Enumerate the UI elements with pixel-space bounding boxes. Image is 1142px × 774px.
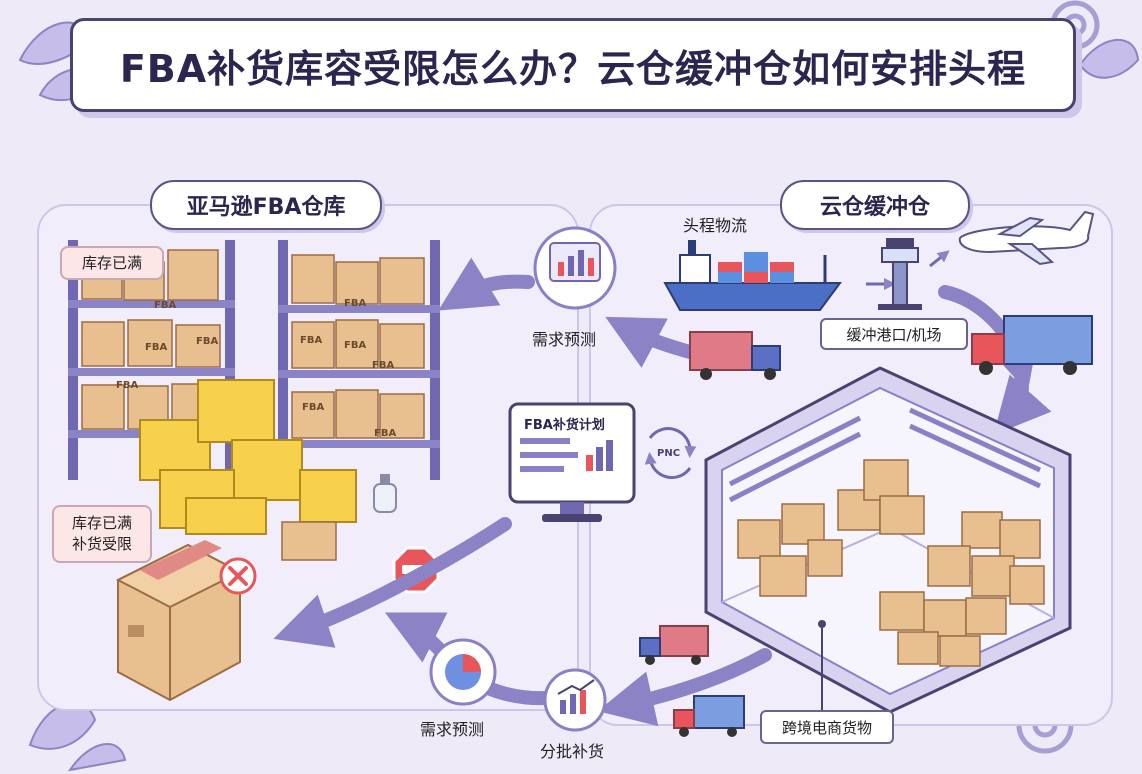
buffer-port-text: 缓冲港口/机场 (846, 325, 942, 344)
sync-icon (644, 427, 697, 479)
close-icon (219, 557, 257, 595)
flow-arrow (993, 363, 1052, 435)
title-banner: FBA补货库容受限怎么办？云仓缓冲仓如何安排头程 (70, 18, 1076, 112)
chart-icon (533, 226, 617, 310)
page-title: FBA补货库容受限怎么办？云仓缓冲仓如何安排头程 (119, 46, 1027, 91)
overflow-box-pile (139, 379, 357, 535)
box-mark: FBA (116, 380, 139, 391)
box-mark: FBA (372, 360, 395, 371)
box-mark: FBA (374, 428, 397, 439)
cloud-section-title: 云仓缓冲仓 (780, 180, 970, 230)
storage-shelf (278, 240, 440, 480)
buffer-port-label: 缓冲港口/机场 (820, 318, 968, 350)
flow-arrow (273, 517, 512, 648)
flow-arrow (597, 648, 772, 727)
buffer-warehouse (704, 366, 1072, 714)
box-mark: FBA (302, 402, 325, 413)
bottle-icon (373, 474, 397, 513)
box-mark: FBA (300, 335, 323, 346)
inventory-full-tag: 库存已满 (60, 246, 164, 280)
demand-forecast-bottom-label: 需求预测 (420, 720, 485, 739)
truck-icon (673, 695, 745, 737)
flow-arrow (605, 316, 697, 368)
control-tower-icon (878, 238, 922, 310)
box-mark: FBA (344, 298, 367, 309)
box-mark: FBA (154, 300, 177, 311)
box-mark: FBA (344, 340, 367, 351)
sync-label: PNC (657, 448, 681, 459)
restock-limited-line2: 补货受限 (71, 535, 132, 553)
box-mark: FBA (145, 342, 168, 353)
box-mark: FBA (196, 336, 219, 347)
loose-box (281, 521, 337, 561)
monitor-icon (508, 402, 636, 522)
truck-icon (639, 625, 709, 665)
restock-limited-tag: 库存已满 补货受限 (52, 505, 152, 563)
first-leg-label: 头程物流 (683, 216, 748, 235)
cross-border-goods-text: 跨境电商货物 (781, 718, 872, 737)
trend-chart-icon (543, 668, 607, 732)
cross-border-goods-label: 跨境电商货物 (760, 710, 894, 744)
demand-forecast-top-label: 需求预测 (532, 330, 597, 349)
cloud-section-title-text: 云仓缓冲仓 (819, 195, 930, 220)
plan-screen-title: FBA补货计划 (524, 418, 605, 433)
flow-arrow (438, 257, 535, 311)
airplane-icon (958, 210, 1095, 266)
restock-limited-line1: 库存已满 (71, 514, 132, 532)
small-arrow (929, 250, 950, 268)
cargo-ship-icon (663, 240, 842, 311)
fba-section-title-text: 亚马逊FBA仓库 (186, 195, 346, 220)
truck-icon (689, 331, 781, 380)
truck-icon (971, 315, 1093, 375)
fba-section-title: 亚马逊FBA仓库 (150, 180, 382, 230)
batch-restock-label: 分批补货 (540, 742, 605, 761)
pie-chart-icon (429, 638, 497, 706)
inventory-full-text: 库存已满 (81, 253, 142, 272)
blocked-box (115, 540, 243, 702)
